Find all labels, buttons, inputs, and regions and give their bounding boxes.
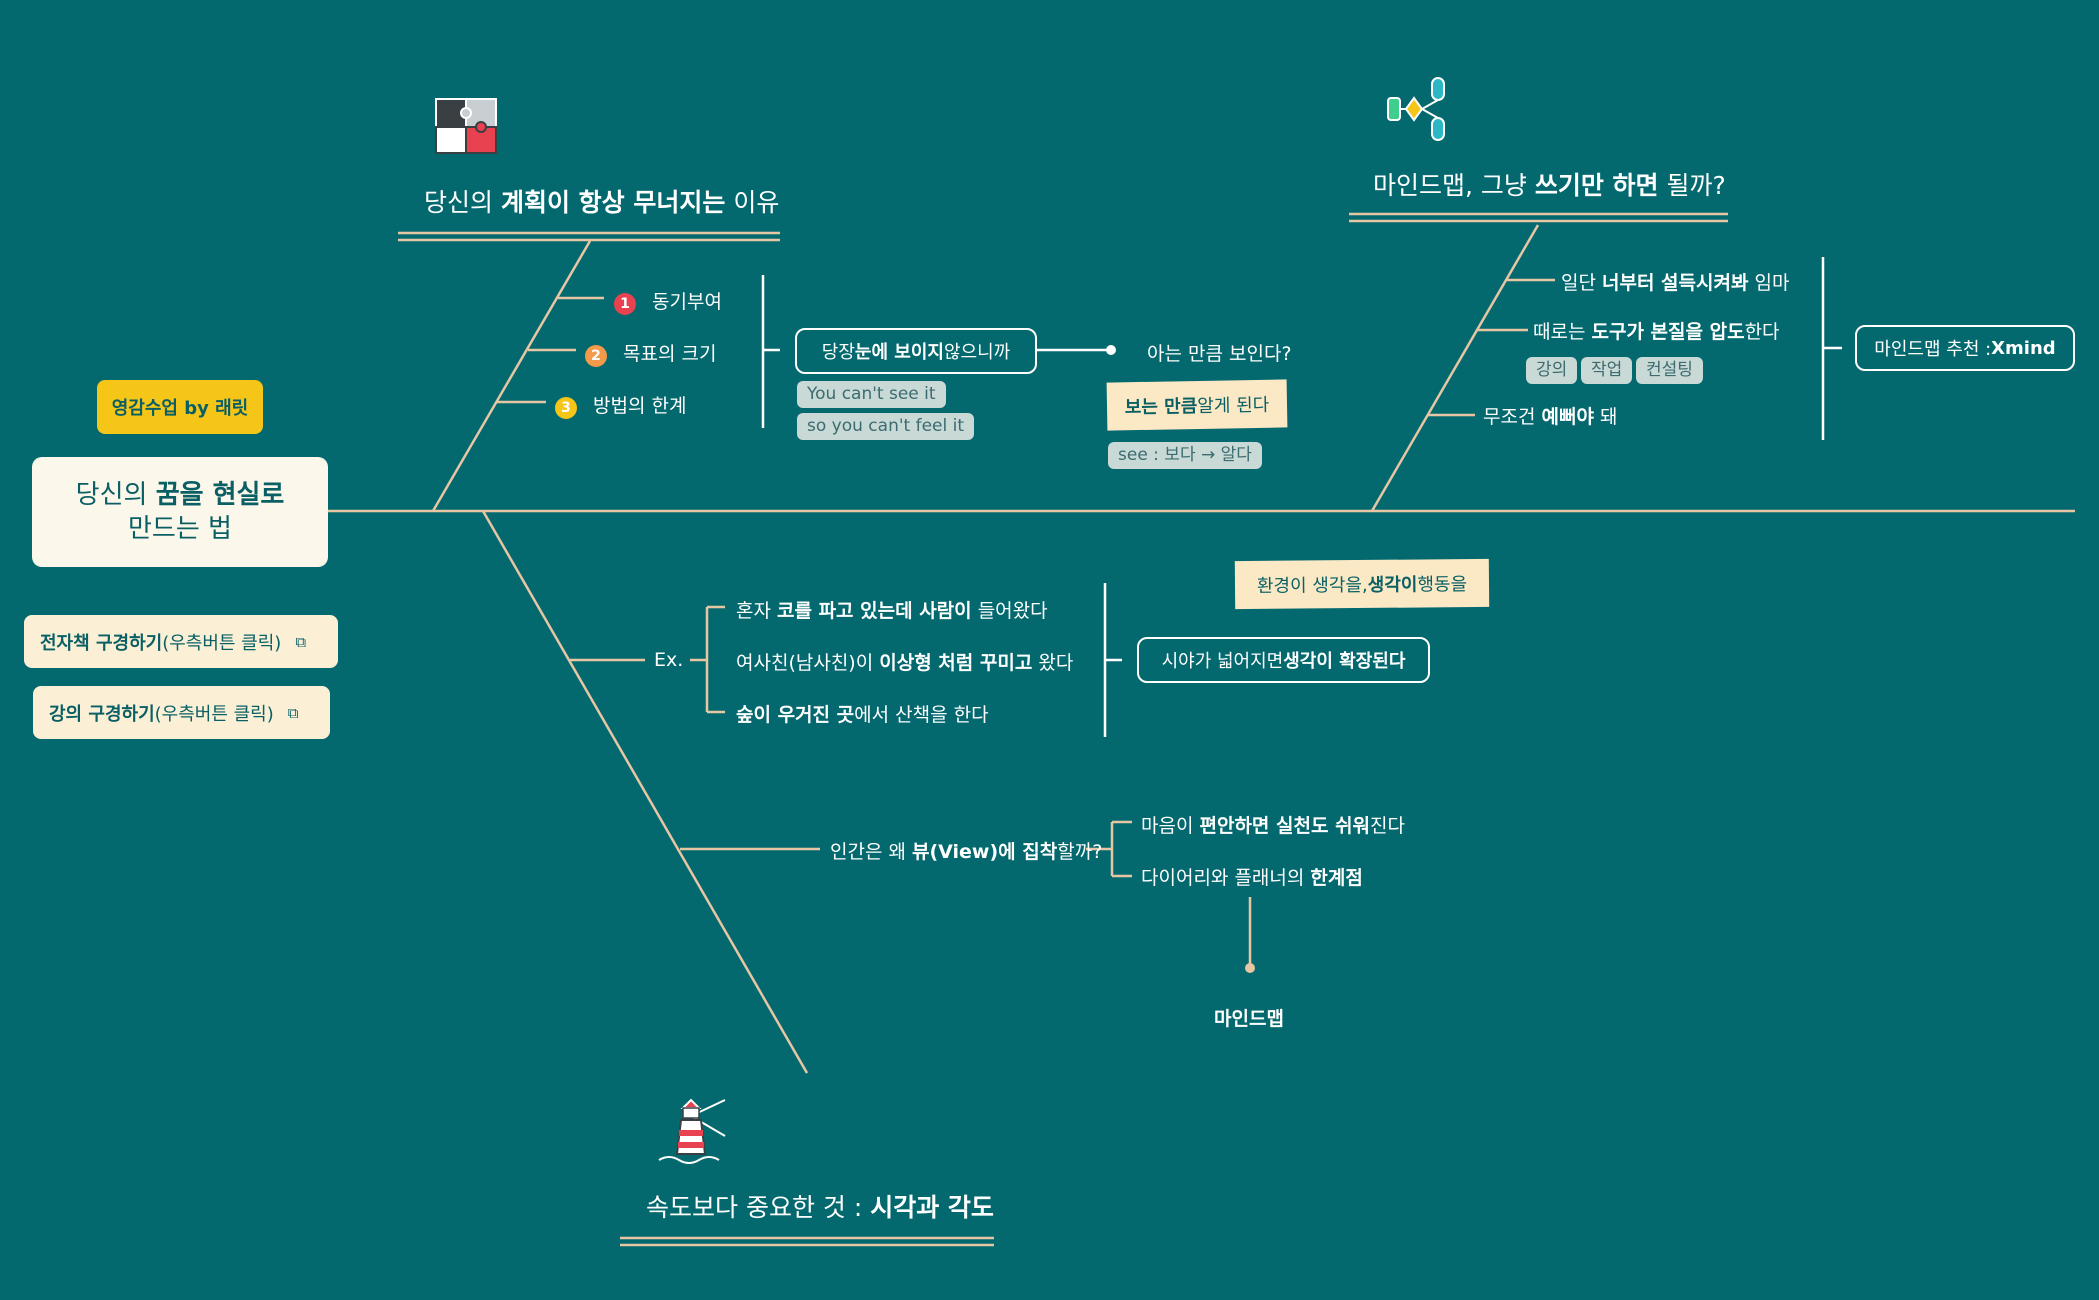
text-a: 혼자 bbox=[736, 600, 777, 622]
branch2-title-a: 마인드맵, 그냥 bbox=[1373, 171, 1535, 200]
box-text-a: 마인드맵 추천 : bbox=[1874, 339, 1992, 360]
text-c: 들어왔다 bbox=[971, 600, 1048, 622]
lecture-link-text: (우측버튼 클릭) bbox=[154, 703, 274, 725]
tag-work[interactable]: 작업 bbox=[1581, 357, 1633, 384]
branch2-title-b: 쓰기만 하면 bbox=[1534, 171, 1659, 200]
lecture-link[interactable]: 강의 구경하기 (우측버튼 클릭) ⧉ bbox=[33, 686, 330, 739]
branch3-result-box[interactable]: 시야가 넓어지면 생각이 확장된다 bbox=[1137, 637, 1430, 683]
central-topic[interactable]: 당신의 꿈을 현실로 만드는 법 bbox=[32, 457, 328, 567]
text-a: 일단 bbox=[1561, 272, 1602, 294]
text-b: 뷰(View)에 집착 bbox=[912, 841, 1058, 863]
branch3-title-a: 속도보다 중요한 것 : bbox=[646, 1193, 871, 1222]
course-tag[interactable]: 영감수업 by 래릿 bbox=[97, 380, 263, 434]
branch1-item-2[interactable]: 2 목표의 크기 bbox=[585, 339, 716, 367]
item-label: 동기부여 bbox=[652, 291, 722, 313]
text-a: 숲이 우거진 곳 bbox=[736, 704, 855, 726]
external-link-icon: ⧉ bbox=[295, 632, 307, 651]
text-c: 왔다 bbox=[1032, 652, 1074, 674]
text-b: 도구가 본질을 압도 bbox=[1591, 321, 1745, 343]
text-b: 코를 파고 있는데 사람이 bbox=[777, 600, 972, 622]
text-a: 마음이 bbox=[1141, 815, 1200, 837]
ebook-link-bold: 전자책 구경하기 bbox=[40, 632, 163, 654]
central-text: 당신의 bbox=[75, 480, 156, 510]
puzzle-icon bbox=[435, 98, 497, 154]
branch1-item-1[interactable]: 1 동기부여 bbox=[614, 287, 722, 315]
item-label: 목표의 크기 bbox=[623, 343, 717, 365]
number-badge-1: 1 bbox=[614, 293, 636, 315]
lighthouse-icon bbox=[658, 1098, 726, 1164]
pill-see[interactable]: see : 보다 → 알다 bbox=[1108, 442, 1262, 469]
box-text-a: 당장 bbox=[821, 342, 855, 363]
branch3-title-b: 시각과 각도 bbox=[870, 1193, 994, 1222]
sticky-text-a: 보는 만큼 bbox=[1124, 395, 1198, 419]
box-text-c: 않으니까 bbox=[943, 342, 1011, 363]
text-c: 돼 bbox=[1593, 406, 1618, 428]
text-c: 한다 bbox=[1744, 321, 1780, 343]
sticky-text-a: 환경이 생각을, bbox=[1256, 574, 1368, 597]
ebook-link[interactable]: 전자책 구경하기 (우측버튼 클릭) ⧉ bbox=[24, 615, 338, 668]
view-question[interactable]: 인간은 왜 뷰(View)에 집착할까? bbox=[830, 837, 1102, 864]
branch1-title-b: 계획이 항상 무너지는 bbox=[500, 188, 726, 217]
xmind-recommend-box[interactable]: 마인드맵 추천 : Xmind bbox=[1855, 325, 2075, 371]
box-text-b: Xmind bbox=[1991, 337, 2056, 359]
reason-1[interactable]: 마음이 편안하면 실천도 쉬워진다 bbox=[1141, 811, 1405, 838]
text-c: 할까? bbox=[1057, 841, 1103, 863]
box-text-a: 시야가 넓어지면 bbox=[1161, 651, 1284, 672]
text-c: 진다 bbox=[1370, 815, 1406, 837]
text-b: 한계점 bbox=[1310, 867, 1363, 889]
branch1-title-a: 당신의 bbox=[424, 188, 501, 217]
branch1-sticky-note[interactable]: 보는 만큼 알게 된다 bbox=[1106, 379, 1288, 431]
branch1-title[interactable]: 당신의 계획이 항상 무너지는 이유 bbox=[424, 183, 779, 219]
tag-lecture[interactable]: 강의 bbox=[1526, 357, 1578, 384]
example-1[interactable]: 혼자 코를 파고 있는데 사람이 들어왔다 bbox=[736, 596, 1048, 623]
pill-cant-see[interactable]: You can't see it bbox=[797, 381, 946, 408]
ebook-link-text: (우측버튼 클릭) bbox=[162, 632, 282, 654]
branch1-item-3[interactable]: 3 방법의 한계 bbox=[555, 391, 686, 419]
external-link-icon: ⧉ bbox=[287, 703, 299, 722]
pill-cant-feel[interactable]: so you can't feel it bbox=[797, 413, 975, 440]
text-b: 편안하면 실천도 쉬워 bbox=[1199, 815, 1371, 837]
lecture-link-bold: 강의 구경하기 bbox=[49, 703, 155, 725]
box-text-b: 생각이 확장된다 bbox=[1283, 651, 1406, 672]
branch1-question[interactable]: 아는 만큼 보인다? bbox=[1147, 343, 1292, 365]
sticky-text-b: 생각이 bbox=[1367, 574, 1418, 596]
flowchart-icon bbox=[1387, 77, 1445, 141]
branch2-item-1[interactable]: 일단 너부터 설득시켜봐 임마 bbox=[1561, 268, 1789, 295]
branch3-sticky-note[interactable]: 환경이 생각을, 생각이 행동을 bbox=[1234, 558, 1490, 610]
branch1-reason-box[interactable]: 당장 눈에 보이지 않으니까 bbox=[795, 328, 1037, 374]
text-b: 너부터 설득시켜봐 bbox=[1602, 272, 1749, 294]
text-a: 여사친(남사친)이 bbox=[736, 652, 880, 674]
tag-consulting[interactable]: 컨설팅 bbox=[1636, 357, 1703, 384]
example-3[interactable]: 숲이 우거진 곳에서 산책을 한다 bbox=[736, 700, 989, 727]
box-text-b: 눈에 보이지 bbox=[854, 342, 944, 363]
sticky-text-c: 행동을 bbox=[1417, 574, 1468, 596]
branch1-title-c: 이유 bbox=[725, 188, 780, 217]
central-text-line2: 만드는 법 bbox=[128, 514, 232, 544]
text-c: 임마 bbox=[1748, 272, 1790, 294]
example-2[interactable]: 여사친(남사친)이 이상형 처럼 꾸미고 왔다 bbox=[736, 648, 1073, 675]
number-badge-2: 2 bbox=[585, 345, 607, 367]
mindmap-node[interactable]: 마인드맵 bbox=[1214, 1008, 1284, 1030]
text-a: 때로는 bbox=[1533, 321, 1592, 343]
branch2-title[interactable]: 마인드맵, 그냥 쓰기만 하면 될까? bbox=[1373, 166, 1726, 202]
text-b: 예뻐야 bbox=[1541, 406, 1594, 428]
text-b: 에서 산책을 한다 bbox=[854, 704, 989, 726]
ex-label[interactable]: Ex. bbox=[654, 649, 684, 671]
text-a: 다이어리와 플래너의 bbox=[1141, 867, 1311, 889]
sticky-text-b: 알게 된다 bbox=[1197, 394, 1270, 417]
text-a: 인간은 왜 bbox=[830, 841, 912, 863]
branch2-title-c: 될까? bbox=[1658, 171, 1726, 200]
item-label: 방법의 한계 bbox=[593, 395, 687, 417]
branch3-title[interactable]: 속도보다 중요한 것 : 시각과 각도 bbox=[646, 1188, 994, 1224]
text-a: 무조건 bbox=[1483, 406, 1542, 428]
number-badge-3: 3 bbox=[555, 397, 577, 419]
central-text-bold: 꿈을 현실로 bbox=[155, 480, 285, 510]
text-b: 이상형 처럼 꾸미고 bbox=[879, 652, 1033, 674]
reason-2[interactable]: 다이어리와 플래너의 한계점 bbox=[1141, 863, 1363, 890]
branch2-item-3[interactable]: 무조건 예뻐야 돼 bbox=[1483, 402, 1617, 429]
branch2-item-2[interactable]: 때로는 도구가 본질을 압도한다 bbox=[1533, 317, 1780, 344]
